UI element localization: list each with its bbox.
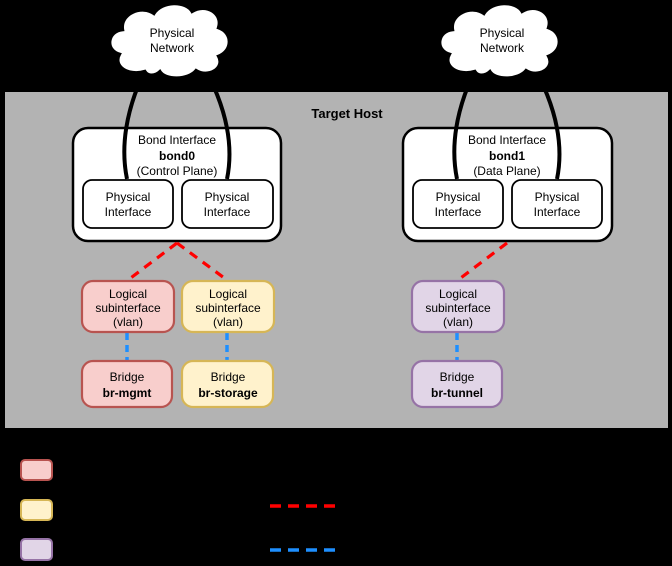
vlan-outline: [410, 279, 506, 334]
physical-link-line: [452, 59, 482, 180]
vlan-label-line2: subinterface: [95, 301, 161, 315]
vlan-label-line2: subinterface: [425, 301, 491, 315]
physical-network-cloud-right: Physical Network: [439, 2, 561, 79]
bridge-label: Bridge: [110, 370, 145, 384]
legend-swatch-storage: [20, 499, 53, 521]
physical-interface-box: Physical Interface: [82, 179, 174, 229]
nic-label-line2: Interface: [534, 205, 581, 219]
cloud-label-line1: Physical: [480, 26, 525, 40]
nic-label-line2: Interface: [105, 205, 152, 219]
nic-label-line1: Physical: [535, 190, 580, 204]
nic-label-line1: Physical: [436, 190, 481, 204]
physical-interface-box: Physical Interface: [181, 179, 274, 229]
legend-swatch-tunnel: [20, 538, 53, 561]
bridge-name: br-tunnel: [431, 386, 483, 400]
vlan-subinterface-mgmt: Logical subinterface (vlan): [80, 279, 176, 334]
bridge-label: Bridge: [211, 370, 246, 384]
physical-interface-box: Physical Interface: [511, 179, 603, 229]
vlan-label-line1: Logical: [109, 287, 147, 301]
bond0-name: bond0: [159, 149, 195, 163]
bridge-br-mgmt: Bridge br-mgmt: [80, 359, 174, 409]
cloud-shape: [439, 2, 561, 79]
cloud-shape: [109, 2, 231, 79]
legend-swatch-mgmt: [20, 459, 53, 481]
physical-link-line: [528, 58, 562, 180]
bridge-name: br-mgmt: [103, 386, 152, 400]
nic-outline: [412, 179, 504, 229]
bond-to-vlan-link: [127, 241, 178, 282]
bridge-outline: [410, 359, 504, 409]
vlan-outline: [180, 279, 276, 334]
physical-link-line: [122, 59, 152, 180]
bond1-box: Bond Interface bond1 (Data Plane) Physic…: [401, 126, 614, 243]
nic-label-line1: Physical: [205, 190, 250, 204]
bridge-outline: [180, 359, 275, 409]
vlan-outline: [80, 279, 176, 334]
bond-to-vlan-link: [176, 241, 228, 282]
bond0-title: Bond Interface: [138, 133, 216, 147]
bridge-outline: [80, 359, 174, 409]
cloud-label-line1: Physical: [150, 26, 195, 40]
physical-interface-box: Physical Interface: [412, 179, 504, 229]
bridge-br-storage: Bridge br-storage: [180, 359, 275, 409]
nic-label-line1: Physical: [106, 190, 151, 204]
bond1-title: Bond Interface: [468, 133, 546, 147]
vlan-label-line2: subinterface: [195, 301, 261, 315]
nic-label-line2: Interface: [435, 205, 482, 219]
vlan-subinterface-storage: Logical subinterface (vlan): [180, 279, 276, 334]
vlan-label-line3: (vlan): [443, 315, 473, 329]
bond-to-vlan-link: [457, 241, 508, 282]
cloud-label-line2: Network: [480, 41, 525, 55]
target-host-title: Target Host: [311, 106, 383, 121]
cloud-label-line2: Network: [150, 41, 195, 55]
vlan-subinterface-tunnel: Logical subinterface (vlan): [410, 279, 506, 334]
bond0-plane: (Control Plane): [137, 164, 218, 178]
nic-outline: [181, 179, 274, 229]
nic-outline: [82, 179, 174, 229]
bond0-box: Bond Interface bond0 (Control Plane) Phy…: [71, 126, 283, 243]
bridge-name: br-storage: [198, 386, 258, 400]
bridge-br-tunnel: Bridge br-tunnel: [410, 359, 504, 409]
bond1-plane: (Data Plane): [473, 164, 540, 178]
vlan-label-line3: (vlan): [113, 315, 143, 329]
nic-label-line2: Interface: [204, 205, 251, 219]
legend: [20, 459, 336, 561]
vlan-label-line1: Logical: [439, 287, 477, 301]
vlan-label-line1: Logical: [209, 287, 247, 301]
physical-network-cloud-left: Physical Network: [109, 2, 231, 79]
bond1-name: bond1: [489, 149, 525, 163]
vlan-label-line3: (vlan): [213, 315, 243, 329]
nic-outline: [511, 179, 603, 229]
bridge-label: Bridge: [440, 370, 475, 384]
physical-link-line: [198, 58, 232, 180]
